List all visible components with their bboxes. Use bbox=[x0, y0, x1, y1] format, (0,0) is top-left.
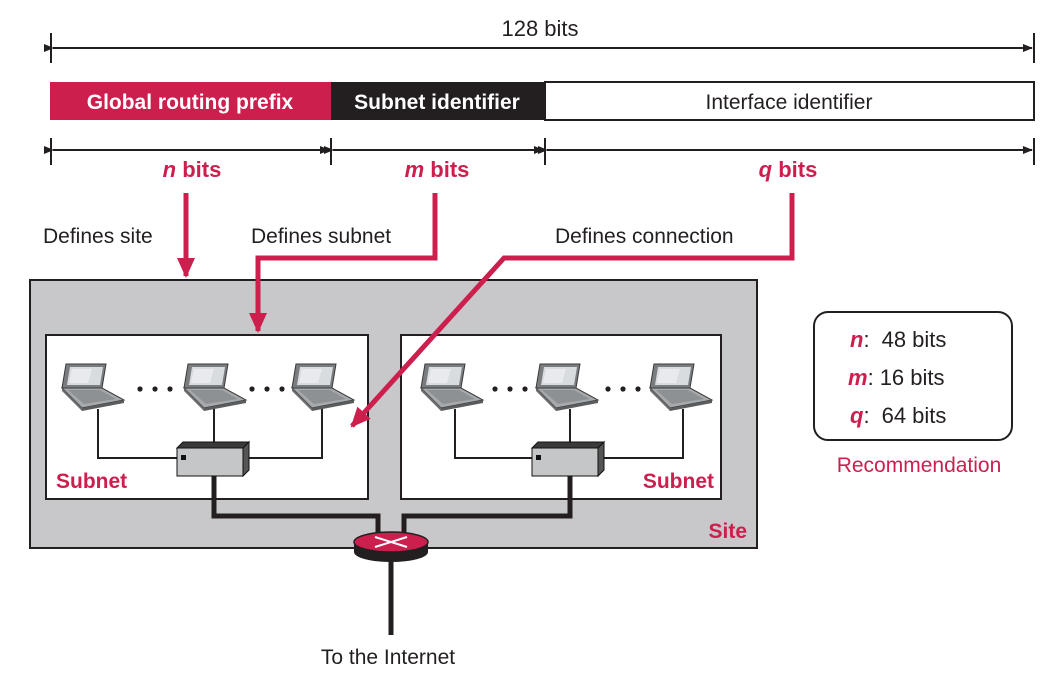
recommendation-box bbox=[813, 311, 1013, 441]
recommendation-rows: n:48 bits m:16 bits q:64 bits bbox=[848, 327, 946, 428]
switch-icon bbox=[176, 441, 250, 477]
defines-connection-arrow bbox=[350, 193, 795, 428]
site-label: Site bbox=[708, 520, 747, 543]
switch-icon bbox=[531, 441, 605, 477]
q-bits-label: q bits bbox=[759, 157, 818, 182]
defines-subnet-label: Defines subnet bbox=[251, 225, 391, 248]
router-icon bbox=[353, 531, 429, 562]
subnet-label-left: Subnet bbox=[56, 470, 127, 493]
interface-identifier-field bbox=[544, 81, 1035, 121]
defines-subnet-arrow bbox=[249, 193, 438, 333]
field-dimensions bbox=[44, 138, 1035, 165]
ellipsis-dots bbox=[137, 386, 641, 392]
defines-connection-label: Defines connection bbox=[555, 225, 734, 248]
subnet-label-right: Subnet bbox=[643, 470, 714, 493]
defines-site-label: Defines site bbox=[43, 225, 153, 248]
subnet-identifier-label: Subnet identifier bbox=[354, 91, 520, 114]
to-internet-label: To the Internet bbox=[321, 646, 455, 669]
global-routing-prefix-field bbox=[50, 82, 331, 120]
recommendation-row-m: m:16 bits bbox=[848, 365, 945, 390]
address-bar: Global routing prefix Subnet identifier … bbox=[50, 81, 1035, 121]
recommendation-row-n: n:48 bits bbox=[850, 327, 946, 352]
m-bits-label: m bits bbox=[405, 157, 470, 182]
n-bits-label: n bits bbox=[163, 157, 222, 182]
total-bits-label: 128 bits bbox=[501, 16, 578, 41]
subnet-identifier-field bbox=[331, 82, 545, 120]
interface-identifier-label: Interface identifier bbox=[706, 91, 873, 114]
global-routing-prefix-label: Global routing prefix bbox=[87, 91, 294, 114]
recommendation-row-q: q:64 bits bbox=[850, 403, 946, 428]
recommendation-label: Recommendation bbox=[837, 454, 1002, 477]
